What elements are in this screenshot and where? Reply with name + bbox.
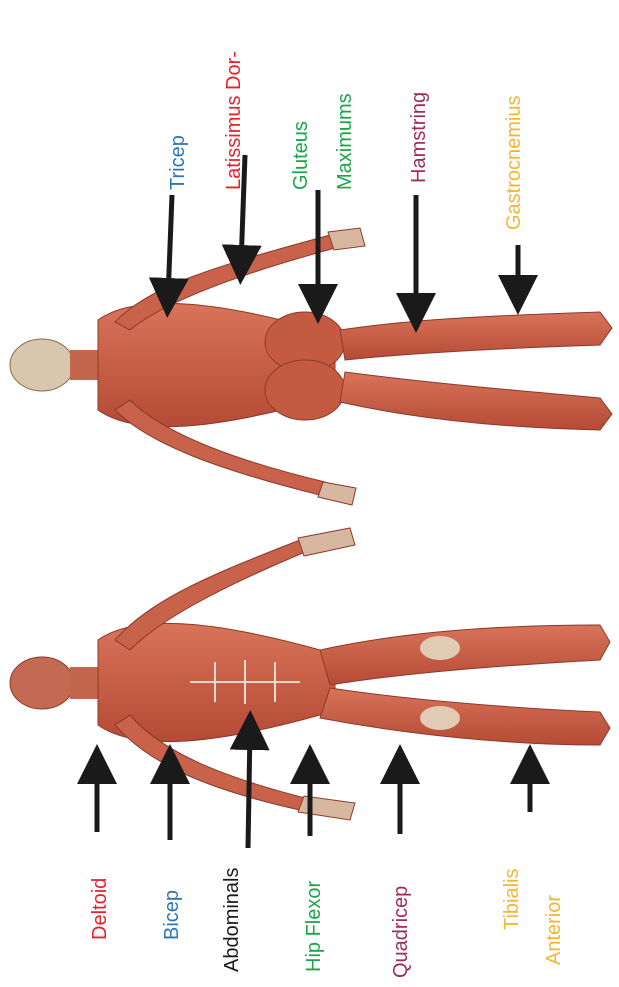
back-leg-lower [340, 372, 612, 430]
label-bicep: Bicep [161, 890, 183, 940]
back-glute-lower [265, 360, 345, 420]
label-abdominals: Abdominals [221, 867, 243, 972]
front-neck [70, 667, 100, 699]
label-gastrocnemius: Gastrocnemius [503, 96, 525, 231]
label-tricep: Tricep [167, 135, 189, 190]
label-quadricep: Quadricep [390, 886, 412, 978]
front-leg-upper [320, 625, 610, 685]
front-hand-lower [298, 796, 355, 820]
label-tibialis-line1: Tibialis [501, 869, 523, 931]
front-knee-upper [420, 636, 460, 660]
arrow-tricep [168, 195, 172, 298]
label-hip-flexor: Hip Flexor [303, 881, 325, 972]
label-hamstring: Hamstring [408, 92, 430, 183]
front-head [10, 657, 74, 709]
label-deltoid: Deltoid [89, 878, 111, 940]
back-hand-upper [328, 228, 365, 250]
back-leg-upper [340, 312, 612, 360]
label-gluteus-line1: Gluteus [290, 121, 312, 190]
arrow-abdominals [248, 730, 250, 848]
back-head [10, 339, 74, 391]
label-latissimus: Latissimus Dor- [223, 51, 245, 190]
label-tibialis-line2: Anterior [543, 895, 565, 965]
back-body-figure [10, 228, 612, 505]
front-leg-lower [320, 688, 610, 745]
back-labels: Tricep Latissimus Dor- Gluteus Maximums … [167, 51, 525, 230]
front-hand-upper [298, 528, 355, 556]
label-gluteus-line2: Maximums [334, 93, 356, 190]
front-knee-lower [420, 706, 460, 730]
front-labels: Deltoid Bicep Abdominals Hip Flexor Quad… [89, 867, 565, 978]
back-hand-lower [318, 482, 356, 505]
back-neck [70, 350, 100, 380]
